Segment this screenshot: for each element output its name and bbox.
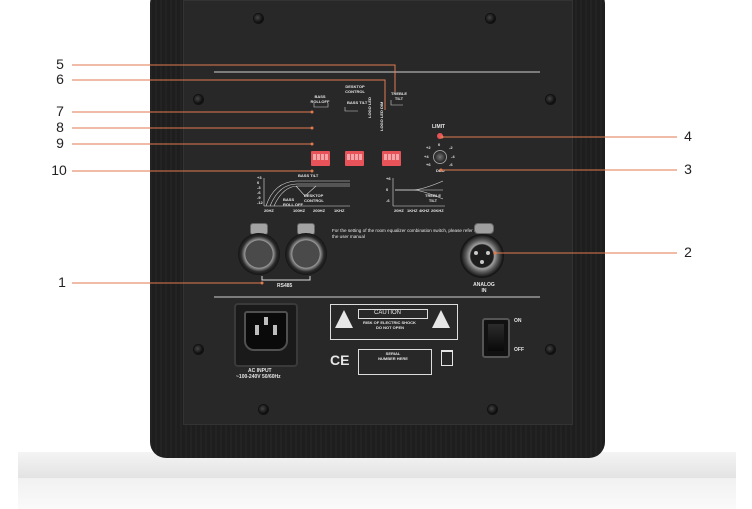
callout-2: 2 <box>684 244 692 260</box>
eq-right-ylabel: -6 <box>386 198 390 203</box>
treble-tilt-label: TREBLE TILT <box>391 91 407 101</box>
screw <box>259 405 268 414</box>
knob-scale-label: +2 <box>426 145 431 150</box>
caution-line-2: DO NOT OPEN <box>376 325 405 330</box>
dip-switch-bass[interactable] <box>311 151 330 166</box>
eq-note: For the setting of the room equalizer co… <box>332 228 478 239</box>
eq-left-ylabel: 0 <box>257 180 260 185</box>
caution-line-1: RISK OF ELECTRIC SHOCK <box>363 320 416 325</box>
eq-right-xlabel: 20Hz <box>394 208 404 213</box>
knob-scale-label: 0 <box>438 142 441 147</box>
screw <box>546 95 555 104</box>
eq-left-ylabel: -12 <box>257 200 263 205</box>
callout-10: 10 <box>51 162 67 178</box>
knob-scale-label: +4 <box>424 154 429 159</box>
knob-scale-label: +6 <box>426 162 431 167</box>
screw <box>254 14 263 23</box>
eq-left-annotation: DESKTOP CONTROL <box>304 193 324 203</box>
rs485-port-1[interactable] <box>238 233 280 275</box>
eq-left-xlabel: 200Hz <box>313 208 326 213</box>
eq-left-plot <box>263 178 350 207</box>
eq-right-annotation: TREBLE TILT <box>425 193 441 203</box>
callout-7: 7 <box>56 103 64 119</box>
desktop-control-label: DESKTOP CONTROL <box>345 84 365 94</box>
shock-warning-icon <box>335 310 353 328</box>
screw <box>486 14 495 23</box>
analog-in-label: ANALOG IN <box>473 282 495 294</box>
eq-right-plot <box>392 178 445 207</box>
shelf-front <box>18 478 736 509</box>
callout-3: 3 <box>684 161 692 177</box>
callout-lines <box>72 64 677 284</box>
xlr-latch <box>474 223 494 234</box>
rs485-bracket <box>261 276 311 281</box>
rs485-label: RS485 <box>277 283 293 289</box>
callout-8: 8 <box>56 119 64 135</box>
ac-power-inlet[interactable] <box>234 303 298 367</box>
eq-left-ylabel: -9 <box>257 195 261 200</box>
ac-voltage-label: ~100-240V 50/60Hz <box>236 374 281 380</box>
eq-left-annotation: BASS TILT <box>298 173 319 178</box>
power-switch[interactable] <box>482 318 510 358</box>
weee-bin-icon <box>441 350 453 366</box>
analog-in-xlr[interactable] <box>460 234 504 278</box>
callout-4: 4 <box>684 128 692 144</box>
screw <box>546 345 555 354</box>
eq-right-ylabel: +6 <box>386 176 391 181</box>
power-off-label: OFF <box>514 347 524 353</box>
eq-left-xlabel: 100Hz <box>293 208 306 213</box>
serial-number-box <box>358 349 432 375</box>
eq-left-annotation: BASS ROLL OFF <box>283 197 303 207</box>
bass-rolloff-label: BASS ROLLOFF <box>310 94 330 104</box>
screw <box>488 405 497 414</box>
caution-title: CAUTION <box>374 310 401 316</box>
callout-5: 5 <box>56 56 64 72</box>
caution-label-box <box>330 304 458 340</box>
eq-right-xlabel: 20kHz <box>431 208 444 213</box>
callout-6: 6 <box>56 71 64 87</box>
screw <box>194 345 203 354</box>
rs485-port-2[interactable] <box>285 233 327 275</box>
serial-number-text: SERIAL NUMBER HERE <box>378 351 408 361</box>
eq-right-xlabel: 4kHz <box>419 208 430 213</box>
eq-left-ylabel: +3 <box>257 175 262 180</box>
limit-label: LIMIT <box>432 124 446 130</box>
callout-1: 1 <box>58 274 66 290</box>
ce-mark: CE <box>330 352 350 368</box>
eq-left-ylabel: -3 <box>257 185 261 190</box>
eq-left-ylabel: -6 <box>257 190 261 195</box>
knob-scale-label: -2 <box>449 145 453 150</box>
eq-left-xlabel: 20Hz <box>264 208 274 213</box>
bass-tilt-label: BASS TILT <box>347 100 368 105</box>
knob-scale-label: -4 <box>451 154 455 159</box>
power-on-label: ON <box>514 318 522 324</box>
eq-right-xlabel: 1kHz <box>407 208 418 213</box>
caution-title-box <box>358 309 428 319</box>
dip-switch-desktop[interactable] <box>345 151 364 166</box>
knob-scale-label: -6 <box>449 162 453 167</box>
eq-left-xlabel: 1kHz <box>334 208 345 213</box>
limit-led <box>437 133 443 139</box>
ac-input-label: AC INPUT <box>248 368 272 374</box>
callout-9: 9 <box>56 135 64 151</box>
level-knob[interactable] <box>433 150 447 164</box>
eq-right-ylabel: 0 <box>386 187 389 192</box>
dip-switch-treble[interactable] <box>382 151 401 166</box>
exclamation-warning-icon <box>432 310 450 328</box>
screw <box>194 95 203 104</box>
